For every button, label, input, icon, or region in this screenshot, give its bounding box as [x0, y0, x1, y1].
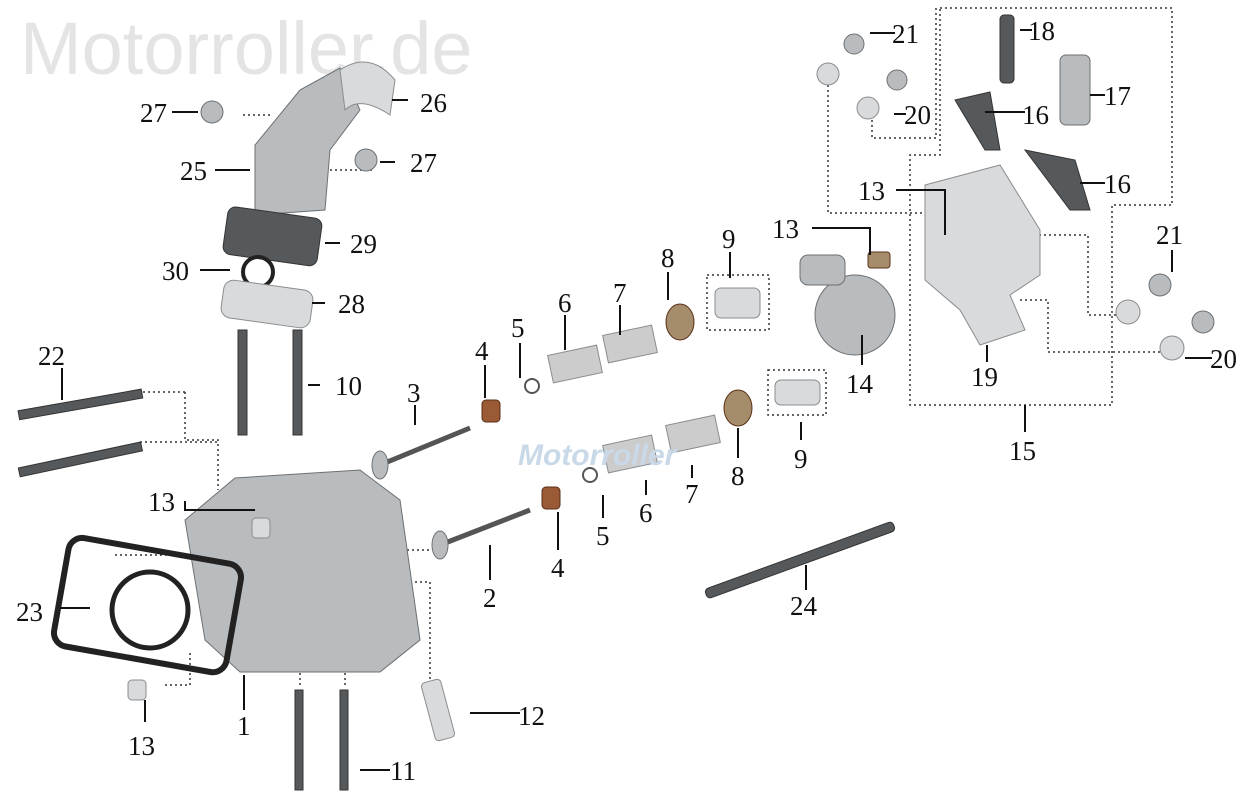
- cylinder-head: [184, 469, 421, 673]
- bolt: [17, 388, 144, 421]
- label-5: 5: [596, 521, 610, 551]
- label-22: 22: [38, 341, 65, 371]
- label-16: 16: [1104, 169, 1131, 199]
- leader-lines: [60, 29, 1212, 771]
- label-2: 2: [483, 583, 497, 613]
- label-8: 8: [731, 461, 745, 491]
- label-7: 7: [613, 278, 627, 308]
- label-25: 25: [180, 156, 207, 186]
- label-27: 27: [410, 148, 437, 178]
- label-1: 1: [237, 711, 251, 741]
- hose-clamp: [339, 61, 396, 116]
- label-9: 9: [794, 444, 808, 474]
- label-11: 11: [390, 756, 416, 786]
- label-28: 28: [338, 289, 365, 319]
- label-12: 12: [518, 701, 545, 731]
- label-13: 13: [128, 731, 155, 761]
- label-9: 9: [722, 224, 736, 254]
- label-8: 8: [661, 243, 675, 273]
- label-30: 30: [162, 256, 189, 286]
- label-4: 4: [551, 553, 565, 583]
- camshaft-sprocket: [814, 274, 896, 356]
- label-15: 15: [1009, 436, 1036, 466]
- center-watermark: Motorroller: [518, 439, 679, 472]
- label-6: 6: [639, 498, 653, 528]
- label-21: 21: [1156, 220, 1183, 250]
- parts: [17, 14, 1215, 791]
- label-4: 4: [475, 336, 489, 366]
- assembly-outlines: [115, 7, 1173, 686]
- label-10: 10: [335, 371, 362, 401]
- head-gasket: [50, 534, 244, 676]
- label-20: 20: [1210, 344, 1237, 374]
- label-14: 14: [846, 369, 874, 399]
- label-13: 13: [148, 487, 175, 517]
- label-29: 29: [350, 229, 377, 259]
- label-27: 27: [140, 98, 167, 128]
- rocker-arm-holder: [924, 164, 1041, 346]
- chain-guide: [704, 521, 896, 599]
- label-23: 23: [16, 597, 43, 627]
- label-13: 13: [772, 214, 799, 244]
- label-7: 7: [685, 479, 699, 509]
- watermark-logo: Motorroller.de: [20, 7, 472, 90]
- part-number-labels: 27 26 25 27 29 30 28 22 10 3 4 5 6 7 8 9…: [16, 16, 1237, 786]
- label-13: 13: [858, 176, 885, 206]
- label-24: 24: [790, 591, 818, 621]
- label-26: 26: [420, 88, 447, 118]
- label-19: 19: [971, 362, 998, 392]
- label-21: 21: [892, 19, 919, 49]
- label-17: 17: [1104, 81, 1131, 111]
- label-20: 20: [904, 100, 931, 130]
- intake-insulator: [222, 206, 323, 267]
- label-18: 18: [1028, 16, 1055, 46]
- label-5: 5: [511, 313, 525, 343]
- label-16: 16: [1022, 100, 1049, 130]
- label-6: 6: [558, 288, 572, 318]
- label-3: 3: [407, 378, 421, 408]
